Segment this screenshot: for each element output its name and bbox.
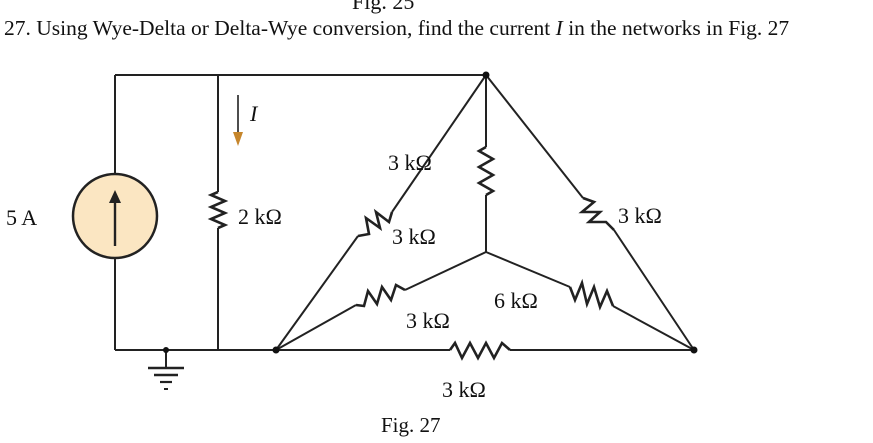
question-variable: I: [555, 16, 563, 40]
question-text: 27. Using Wye-Delta or Delta-Wye convers…: [4, 14, 789, 42]
resistor-wye-right: [568, 278, 615, 311]
previous-figure-caption-fragment: Fig. 25: [352, 0, 415, 14]
node-top: [482, 71, 490, 79]
resistor-delta-right-label: 3 kΩ: [618, 203, 662, 228]
resistor-wye-left-label: 3 kΩ: [406, 308, 450, 333]
current-direction-arrow-icon: [233, 95, 243, 146]
node-ground: [163, 347, 169, 353]
resistor-delta-left: [357, 208, 394, 238]
current-source: [71, 172, 159, 260]
resistor-delta-right: [578, 196, 615, 231]
question-tail: in the networks in Fig. 27: [568, 16, 790, 40]
circuit-wires: [114, 74, 695, 368]
resistor-wye-left: [355, 283, 406, 308]
resistor-2k-label: 2 kΩ: [238, 204, 282, 229]
node-bottom-left: [272, 346, 280, 354]
ground-icon: [148, 366, 184, 390]
source-value-label: 5 A: [6, 205, 37, 230]
resistor-delta-bottom: [448, 340, 511, 361]
resistor-wye-right-label: 6 kΩ: [494, 288, 538, 313]
figure-caption: Fig. 27: [381, 413, 441, 437]
resistor-delta-bottom-label: 3 kΩ: [442, 377, 486, 402]
current-label: I: [249, 101, 259, 126]
node-bottom-right: [690, 346, 698, 354]
resistor-wye-top-label: 3 kΩ: [388, 150, 432, 175]
resistor-2k: [207, 190, 229, 230]
question-body: Using Wye-Delta or Delta-Wye conversion,…: [36, 16, 551, 40]
resistor-wye-top: [476, 145, 496, 197]
resistor-delta-left-label: 3 kΩ: [392, 224, 436, 249]
question-number: 27.: [4, 16, 31, 40]
